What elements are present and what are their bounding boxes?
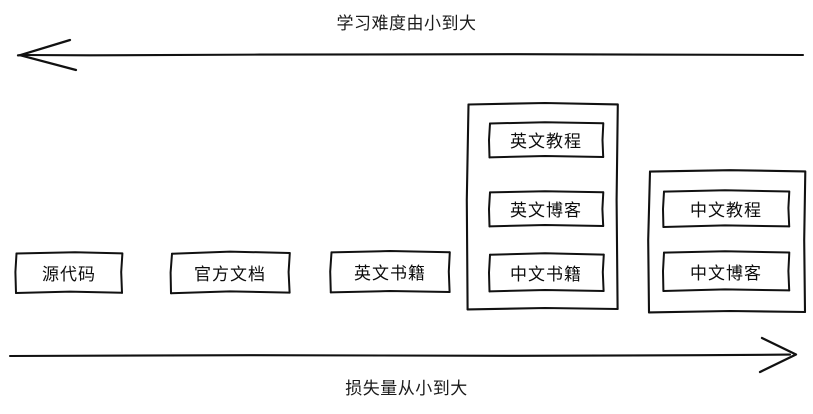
node-label-english-books: 英文书籍: [354, 264, 426, 284]
node-label-source-code: 源代码: [42, 265, 96, 285]
top-axis-line: [16, 38, 805, 72]
node-label-english-blogs: 英文博客: [510, 201, 582, 221]
node-label-english-tutorials: 英文教程: [510, 132, 582, 152]
node-label-chinese-blogs: 中文博客: [690, 263, 762, 284]
bottom-axis-line: [8, 336, 798, 374]
bottom-axis-label: 损失量从小到大: [345, 379, 468, 399]
top-axis-label: 学习难度由小到大: [336, 14, 477, 34]
node-label-chinese-tutorials: 中文教程: [690, 201, 762, 221]
node-label-chinese-books: 中文书籍: [510, 264, 582, 285]
node-label-official-docs: 官方文档: [194, 265, 266, 285]
